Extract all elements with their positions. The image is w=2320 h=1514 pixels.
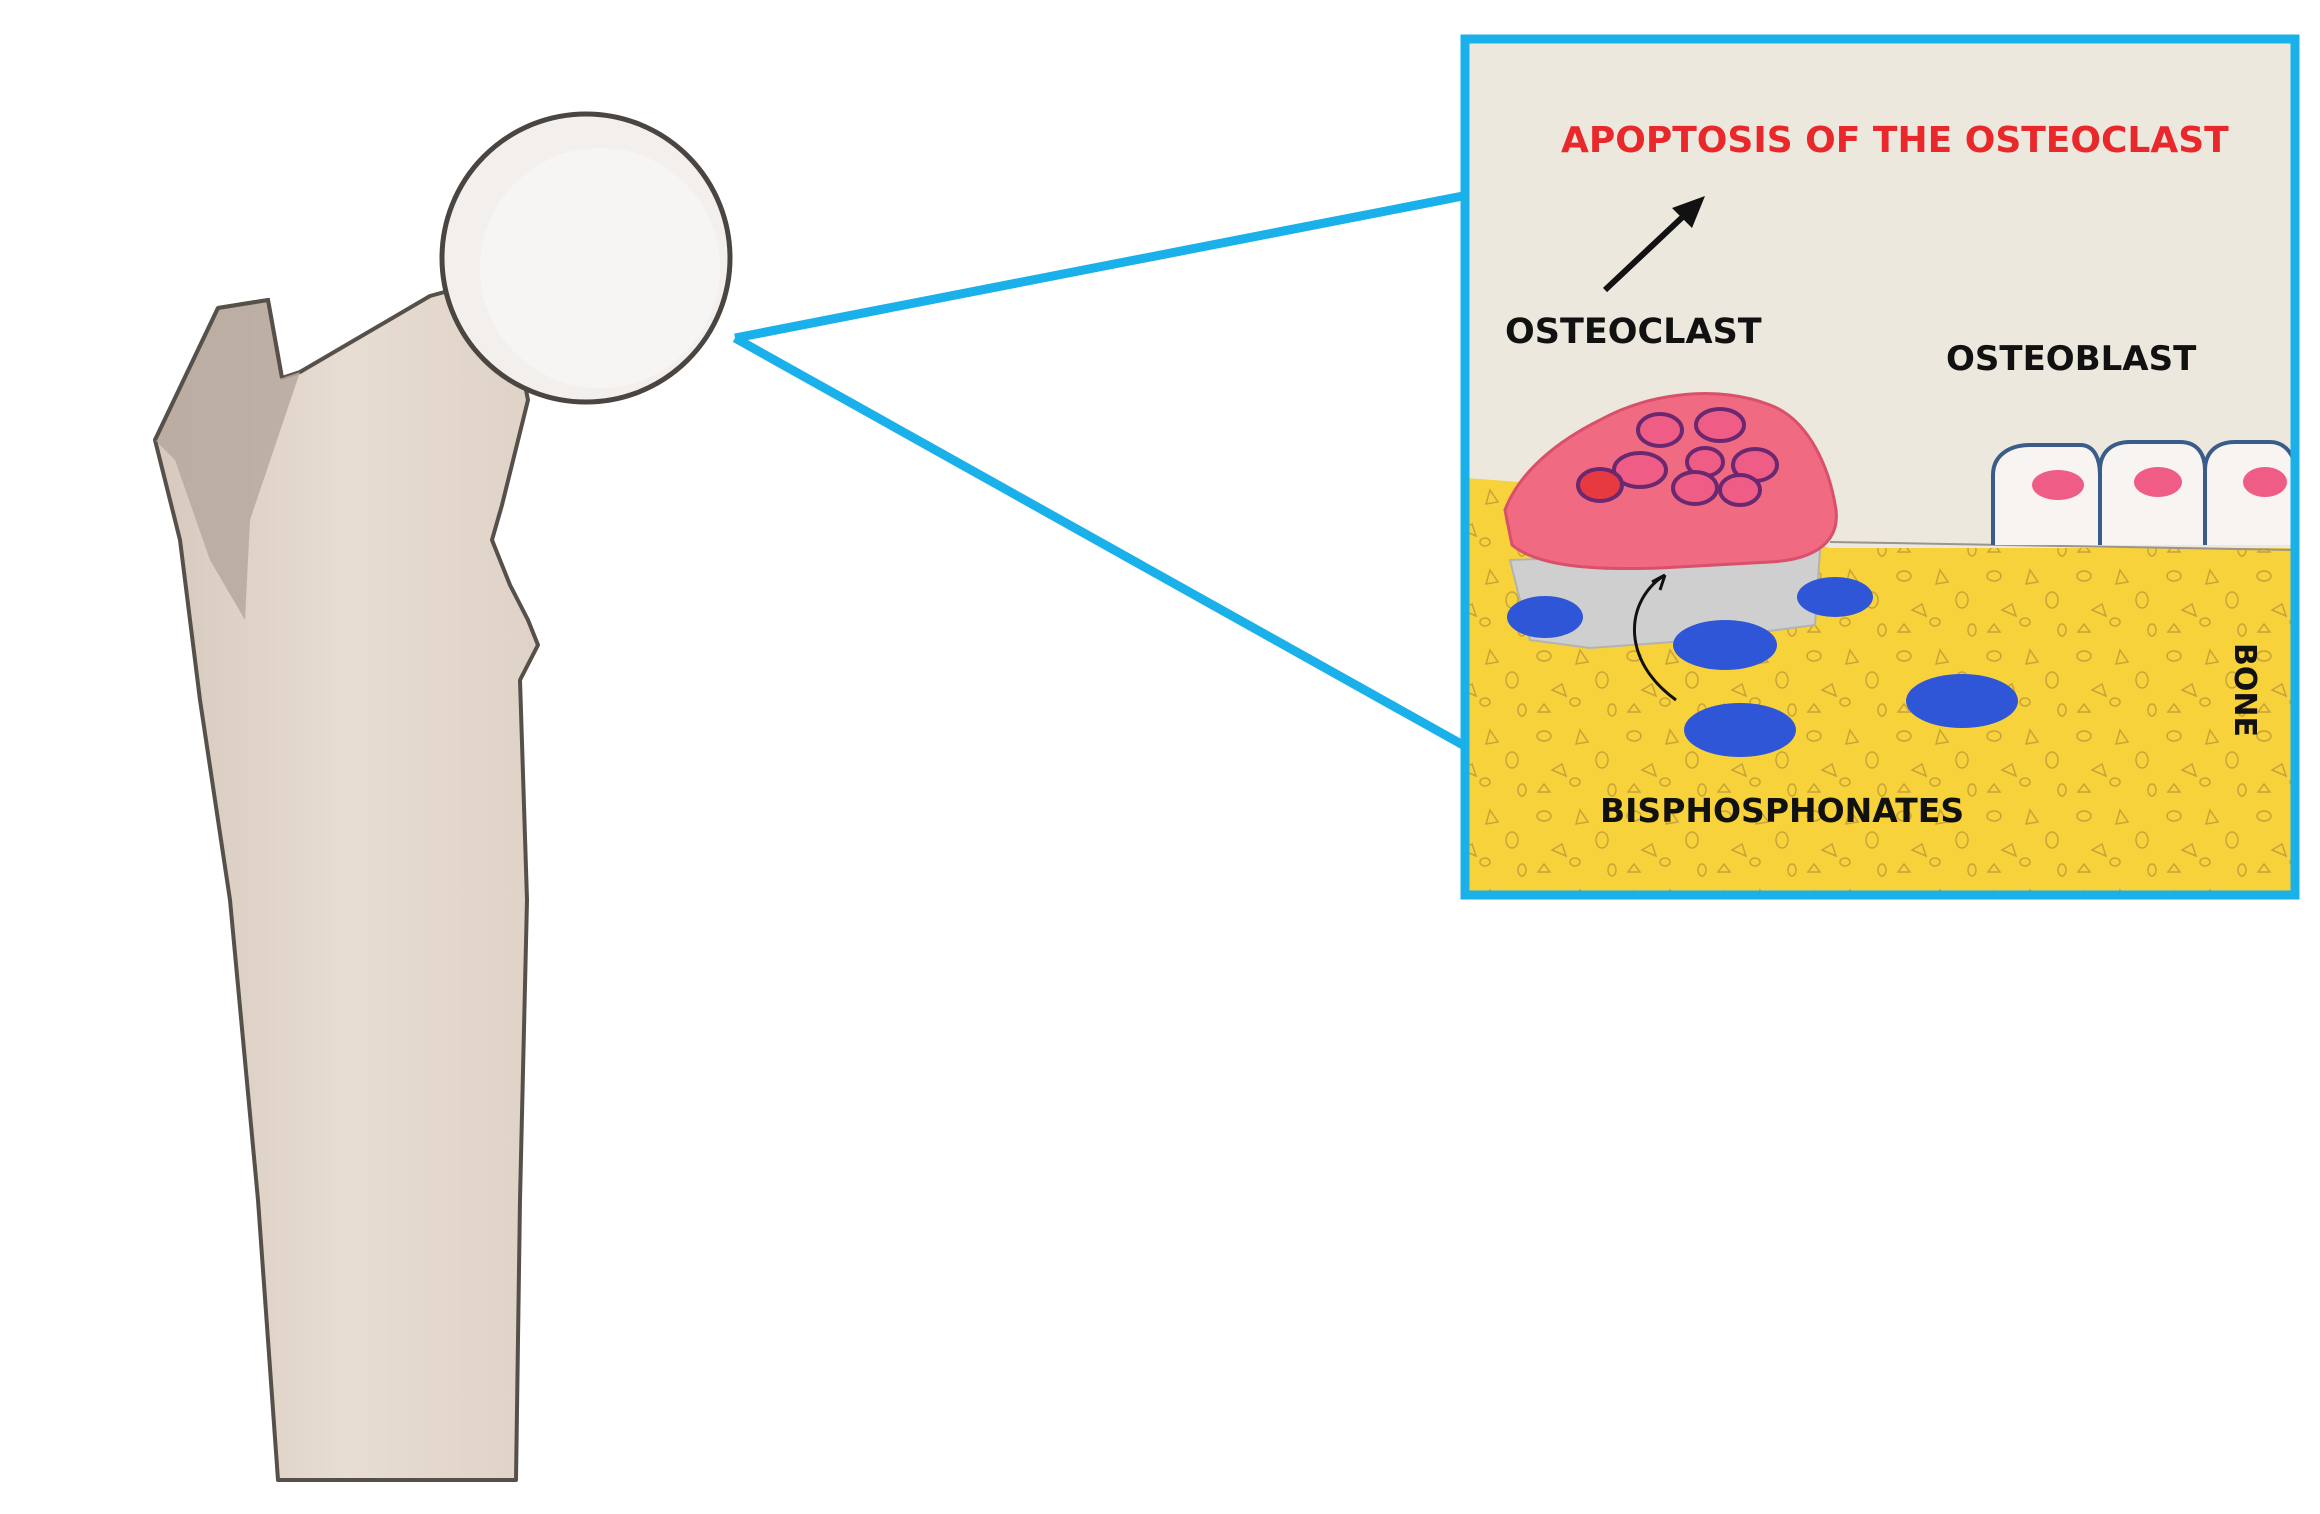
femur <box>153 111 733 1482</box>
osteoblast-label: OSTEOBLAST <box>1946 339 2197 379</box>
osteoblast-cells <box>1991 440 2295 545</box>
zoom-panel-frame <box>1460 34 2300 900</box>
bisphosphonate-molecules <box>1507 577 2018 757</box>
greater-trochanter <box>155 300 300 620</box>
bone-label: BONE <box>2227 643 2262 737</box>
bisphosphonate-molecule <box>1507 596 1583 638</box>
apoptosis-label: APOPTOSIS OF THE OSTEOCLAST <box>1561 120 2229 161</box>
osteoclast-label: OSTEOCLAST <box>1505 312 1762 352</box>
zoom-panel <box>1460 34 2300 900</box>
bisphosphonate-molecule <box>1906 674 2018 728</box>
osteoclast-cell <box>1503 392 1838 571</box>
callout-lines <box>732 191 1466 749</box>
bisphosphonates-label: BISPHOSPHONATES <box>1600 791 1964 830</box>
femur-shaft <box>153 283 540 1482</box>
uptake-arrow <box>1633 573 1677 702</box>
bisphosphonate-molecule <box>1684 703 1796 757</box>
apoptosis-arrow <box>1602 196 1705 293</box>
bisphosphonate-molecule <box>1673 620 1777 670</box>
bisphosphonate-molecule <box>1797 577 1873 617</box>
